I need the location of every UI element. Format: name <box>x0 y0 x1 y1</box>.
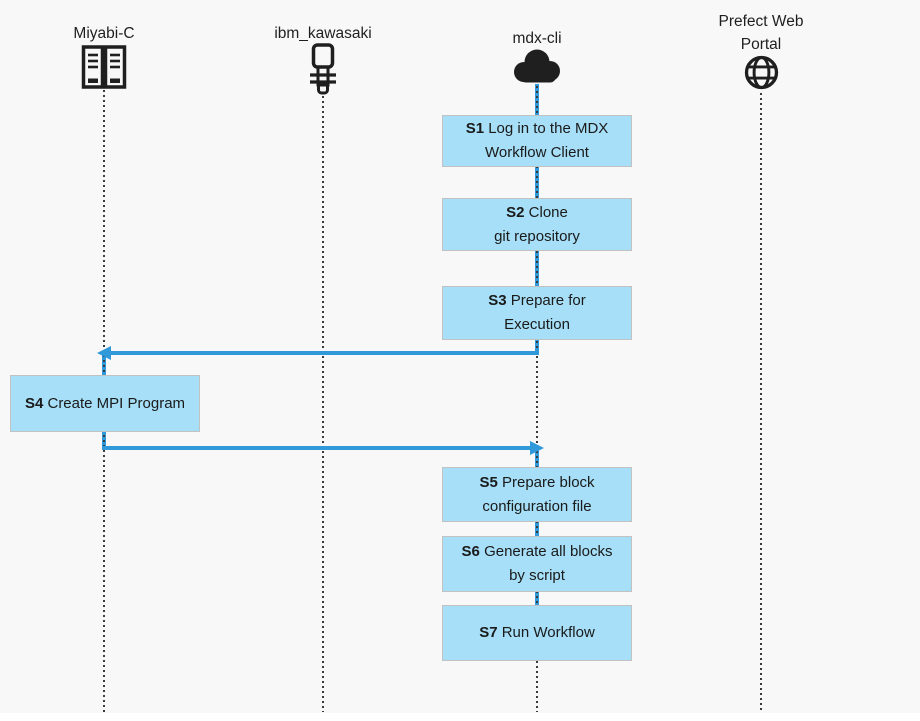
arrow-mdx-to-miyabi <box>110 351 539 355</box>
step-box-s3: S3 Prepare for Execution <box>442 286 632 340</box>
step-text: S3 Prepare for <box>488 292 586 309</box>
step-text: configuration file <box>482 497 592 515</box>
step-text: Workflow Client <box>485 144 589 161</box>
lifeline-ibm-kawasaki <box>322 96 324 712</box>
step-text: git repository <box>494 227 580 245</box>
step-text: S7 Run Workflow <box>479 624 595 641</box>
actor-label-mdx-cli: mdx-cli <box>512 30 562 47</box>
lifeline-prefect-web-portal <box>760 93 762 712</box>
arrow-miyabi-to-mdx <box>102 446 531 450</box>
step-box-s2: S2 Clone git repository <box>442 198 632 251</box>
step-text: S4 Create MPI Program <box>24 394 186 412</box>
step-text: by script <box>509 567 565 584</box>
arrow-left-head-icon <box>97 346 111 360</box>
step-box-s6: S6 Generate all blocks by script <box>442 536 632 592</box>
actor-label-prefect-web-portal: Prefect Web Portal <box>718 13 804 53</box>
step-box-s4: S4 Create MPI Program <box>10 375 200 432</box>
step-text: S5 Prepare block <box>479 473 595 491</box>
step-text: S2 Clone <box>506 203 568 221</box>
step-text: S1 Log in to the MDX <box>465 120 609 137</box>
globe-icon <box>743 54 780 96</box>
quantum-computer-icon <box>306 43 340 100</box>
step-box-s5: S5 Prepare block configuration file <box>442 467 632 522</box>
server-rack-icon <box>81 45 127 94</box>
step-text: S6 Generate all blocks <box>461 543 613 560</box>
cloud-icon <box>510 47 564 89</box>
step-box-s1: S1 Log in to the MDX Workflow Client <box>442 115 632 167</box>
arrow-right-head-icon <box>530 441 544 455</box>
lifeline-mdx-cli <box>536 86 538 712</box>
actor-label-miyabi-c: Miyabi-C <box>73 25 135 42</box>
step-text: Execution <box>504 316 570 333</box>
actor-label-ibm-kawasaki: ibm_kawasaki <box>274 25 372 42</box>
step-box-s7: S7 Run Workflow <box>442 605 632 661</box>
